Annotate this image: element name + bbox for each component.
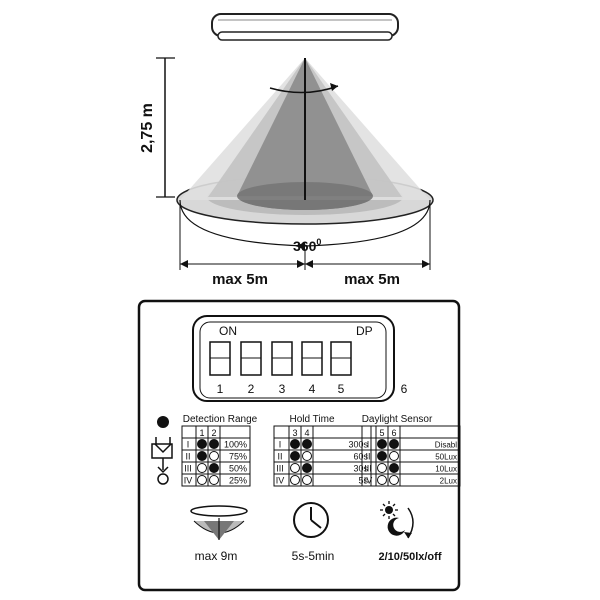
- detection-table-title: Detection Range: [183, 414, 258, 425]
- height-label: 2,75 m: [139, 103, 156, 153]
- table-roman: II: [277, 452, 282, 462]
- detection-caption: max 9m: [195, 549, 238, 563]
- table-roman: III: [364, 464, 372, 474]
- table-value: 25%: [229, 476, 247, 486]
- table-col-header: 3: [292, 428, 297, 438]
- switch-on-dot: [389, 439, 399, 449]
- switch-on-dot: [302, 463, 312, 473]
- switch-off-dot: [389, 451, 399, 461]
- table-value: 10Lux: [435, 465, 457, 474]
- hold-time-caption: 5s-5min: [292, 549, 335, 563]
- table-value: Disabl: [435, 441, 457, 450]
- table-value: 50Lux: [435, 453, 457, 462]
- switch-on-dot: [302, 439, 312, 449]
- dip-switch-block: ON DP: [192, 315, 395, 402]
- table-roman: I: [367, 440, 370, 450]
- angle-label: 3600: [293, 237, 321, 254]
- switch-off-dot: [209, 451, 219, 461]
- switch-on-dot: [209, 439, 219, 449]
- table-roman: IV: [276, 476, 285, 486]
- table-value: 2Lux: [440, 477, 457, 486]
- table-roman: III: [184, 464, 192, 474]
- dip-number-label: 3: [279, 382, 286, 396]
- dip-number-label: 6: [401, 382, 408, 396]
- switch-on-dot: [290, 451, 300, 461]
- switch-off-dot: [290, 475, 300, 485]
- table-roman: II: [365, 452, 370, 462]
- detection-cone: [176, 58, 434, 225]
- table-col-header: 6: [391, 428, 396, 438]
- range-left-label: max 5m: [212, 271, 268, 288]
- table-value: 300s: [348, 440, 368, 450]
- table-value: 100%: [224, 440, 247, 450]
- table-value: 30s: [353, 464, 368, 474]
- table-roman: IV: [184, 476, 193, 486]
- table-value: 50%: [229, 464, 247, 474]
- hold-table-title: Hold Time: [289, 414, 334, 425]
- sensor-symbol-icon: [151, 416, 173, 485]
- table-value: 60s: [353, 452, 368, 462]
- switch-off-dot: [290, 463, 300, 473]
- table-roman: II: [185, 452, 190, 462]
- switch-off-dot: [197, 463, 207, 473]
- switch-on-dot: [209, 463, 219, 473]
- table-col-header: 4: [304, 428, 309, 438]
- detection-range-icon: [190, 505, 248, 540]
- switch-off-dot: [377, 475, 387, 485]
- table-value: 75%: [229, 452, 247, 462]
- daylight-caption: 2/10/50lx/off: [379, 551, 442, 563]
- range-dimension: [179, 205, 431, 270]
- range-right-label: max 5m: [344, 271, 400, 288]
- table-roman: I: [187, 440, 190, 450]
- switch-off-dot: [302, 475, 312, 485]
- height-dimension: 2,75 m: [139, 57, 175, 198]
- range-arc: [179, 199, 431, 250]
- switch-on-dot: [290, 439, 300, 449]
- switch-on-dot: [389, 463, 399, 473]
- table-col-header: 5: [379, 428, 384, 438]
- dip-dp-label: DP: [356, 324, 373, 338]
- switch-off-dot: [377, 463, 387, 473]
- table-roman: IV: [364, 476, 373, 486]
- switch-on-dot: [377, 451, 387, 461]
- switch-on-dot: [197, 439, 207, 449]
- table-roman: I: [279, 440, 282, 450]
- switch-on-dot: [197, 451, 207, 461]
- dip-on-label: ON: [219, 324, 237, 338]
- switch-on-dot: [377, 439, 387, 449]
- day-night-icon: [380, 501, 414, 539]
- clock-icon: [293, 502, 329, 538]
- dip-number-label: 2: [248, 382, 255, 396]
- dip-number-label: 4: [309, 382, 316, 396]
- daylight-table-title: Daylight Sensor: [362, 414, 433, 425]
- table-roman: III: [276, 464, 284, 474]
- switch-off-dot: [209, 475, 219, 485]
- table-col-header: 1: [199, 428, 204, 438]
- switch-off-dot: [302, 451, 312, 461]
- dip-number-label: 5: [338, 382, 345, 396]
- ceiling-fixture-icon: [211, 13, 399, 41]
- switch-off-dot: [389, 475, 399, 485]
- table-col-header: 2: [211, 428, 216, 438]
- dip-number-label: 1: [217, 382, 224, 396]
- table-value: 5s: [358, 476, 368, 486]
- switch-off-dot: [197, 475, 207, 485]
